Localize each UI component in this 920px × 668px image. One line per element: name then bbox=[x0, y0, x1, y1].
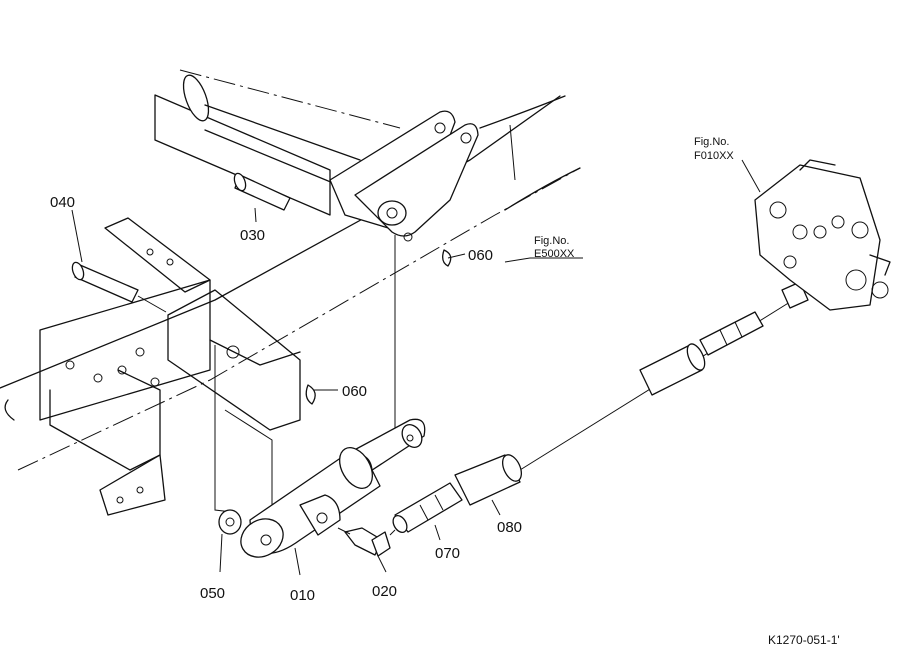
ref-f010-line1: Fig.No. bbox=[694, 136, 729, 148]
control-valve bbox=[741, 159, 891, 311]
elbow-fitting-020 bbox=[337, 527, 396, 573]
chassis-frame bbox=[0, 69, 581, 516]
figure-references: Fig.No. E500XX Fig.No. F010XX bbox=[534, 136, 734, 260]
cotter-pin-060-lower bbox=[305, 384, 338, 405]
label-060-upper: 060 bbox=[468, 247, 493, 264]
pin-040 bbox=[71, 209, 167, 313]
drawing-code: K1270-051-1' bbox=[768, 633, 840, 647]
label-020: 020 bbox=[372, 583, 397, 600]
ref-f010-line2: F010XX bbox=[694, 150, 734, 162]
label-030: 030 bbox=[240, 227, 265, 244]
quick-coupler-070 bbox=[392, 482, 463, 541]
label-010: 010 bbox=[290, 587, 315, 604]
cotter-pin-060-upper bbox=[442, 249, 466, 267]
pin-030 bbox=[233, 172, 291, 223]
label-070: 070 bbox=[435, 545, 460, 562]
fender-outline bbox=[479, 95, 581, 211]
hydraulic-hose bbox=[639, 281, 809, 396]
ref-e500-line1: Fig.No. bbox=[534, 235, 569, 247]
hydraulic-cylinder-010 bbox=[240, 418, 426, 576]
label-080: 080 bbox=[497, 519, 522, 536]
label-060-lower: 060 bbox=[342, 383, 367, 400]
upper-shaft bbox=[154, 74, 479, 242]
part-number-labels: 040 030 060 060 050 010 020 070 080 bbox=[50, 194, 522, 604]
ref-e500-line2: E500XX bbox=[534, 248, 575, 260]
hose-sleeve-080 bbox=[454, 454, 523, 516]
washer-050 bbox=[218, 509, 242, 573]
label-040: 040 bbox=[50, 194, 75, 211]
label-050: 050 bbox=[200, 585, 225, 602]
